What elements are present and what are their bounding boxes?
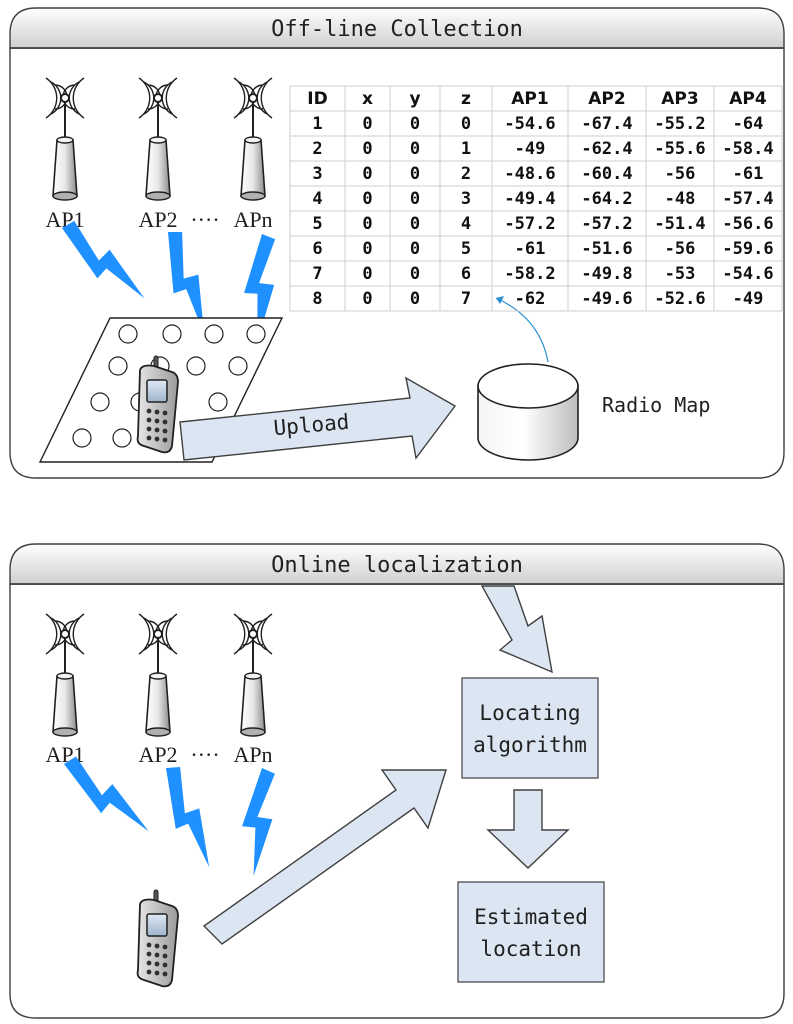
table-cell: 3 [312,164,322,184]
table-cell: 0 [410,264,420,284]
locating-algorithm-box: Locating algorithm [461,677,599,779]
table-cell: -55.6 [654,139,705,159]
table-cell: -49.8 [581,264,632,284]
online-panel-title: Online localization [271,553,523,578]
algorithm-to-location-arrow [486,789,570,869]
table-cell: -58.4 [722,139,773,159]
table-cell: -62.4 [581,139,632,159]
table-cell: -58.2 [504,264,555,284]
table-cell: -48.6 [504,164,555,184]
table-cell: 1 [312,114,322,134]
table-cell: -64 [733,114,764,134]
table-cell: 4 [312,189,322,209]
table-cell: -49 [515,139,546,159]
table-cell: 3 [461,189,471,209]
offline-panel-title: Off-line Collection [271,17,523,42]
table-cell: 0 [362,289,372,309]
table-cell: 6 [312,239,322,259]
ellipsis-label: ···· [190,207,219,232]
table-cell: 8 [312,289,322,309]
radio-map-table: ID x y z AP1 AP2 AP3 AP4 1 0 0 0 -54.6 -67.4 -55.2 -64 2… [289,85,783,312]
table-cell: -64.2 [581,189,632,209]
table-header-cell: y [409,89,420,109]
table-cell: -61 [733,164,764,184]
table-cell: 7 [312,264,322,284]
table-cell: 4 [461,214,471,234]
locating-line-1: Locating [479,701,580,725]
table-cell: -56 [665,239,696,259]
estimated-line-2: location [480,937,581,961]
table-cell: 2 [461,164,471,184]
apn-label: APn [233,207,272,232]
table-cell: 0 [410,289,420,309]
table-header-cell: AP1 [511,89,548,109]
radio-map-to-algorithm-arrow [480,585,553,674]
ap2-label: AP2 [138,207,177,232]
table-cell: 0 [410,164,420,184]
table-cell: -57.2 [581,214,632,234]
table-cell: -53 [665,264,696,284]
table-cell: -51.6 [581,239,632,259]
table-cell: -49.4 [504,189,555,209]
phone-to-algorithm-arrow [202,769,447,945]
table-cell: -51.4 [654,214,705,234]
table-cell: -59.6 [722,239,773,259]
table-cell: -49.6 [581,289,632,309]
upload-arrow: Upload [179,376,457,461]
table-cell: 0 [410,189,420,209]
table-cell: -54.6 [504,114,555,134]
table-cell: 5 [461,239,471,259]
table-cell: 0 [362,189,372,209]
table-cell: 7 [461,289,471,309]
table-header-cell: AP2 [588,89,625,109]
table-cell: 2 [312,139,322,159]
table-cell: -60.4 [581,164,632,184]
table-cell: -48 [665,189,696,209]
table-cell: 0 [362,214,372,234]
table-cell: -62 [515,289,546,309]
table-cell: -49 [733,289,764,309]
table-header-cell: AP3 [661,89,698,109]
table-cell: 0 [410,139,420,159]
table-cell: 0 [362,239,372,259]
table-cell: 0 [410,114,420,134]
radio-map-database-icon [477,363,579,461]
table-cell: 0 [362,264,372,284]
table-cell: 0 [410,239,420,259]
table-cell: -56.6 [722,214,773,234]
estimated-location-box: Estimated location [457,881,605,983]
table-header-cell: AP4 [729,89,767,109]
table-cell: 0 [410,214,420,234]
table-cell: 0 [362,139,372,159]
table-header-cell: z [461,89,471,109]
apn-label: APn [233,742,272,767]
table-cell: -57.2 [504,214,555,234]
table-cell: 0 [461,114,471,134]
table-cell: -52.6 [654,289,705,309]
table-header-cell: ID [307,89,327,109]
ellipsis-label: ···· [190,742,219,767]
table-cell: 5 [312,214,322,234]
table-cell: -57.4 [722,189,773,209]
locating-line-2: algorithm [473,733,587,757]
table-cell: 6 [461,264,471,284]
db-to-table-arrow [495,296,549,363]
table-cell: 0 [362,164,372,184]
ap2-label: AP2 [138,742,177,767]
estimated-line-1: Estimated [474,905,588,929]
table-header-cell: x [362,89,373,109]
table-cell: 0 [362,114,372,134]
table-cell: -61 [515,239,546,259]
radio-map-label: Radio Map [602,393,710,417]
table-cell: 1 [461,139,471,159]
table-cell: -56 [665,164,696,184]
table-cell: -54.6 [722,264,773,284]
table-cell: -67.4 [581,114,632,134]
table-cell: -55.2 [654,114,705,134]
